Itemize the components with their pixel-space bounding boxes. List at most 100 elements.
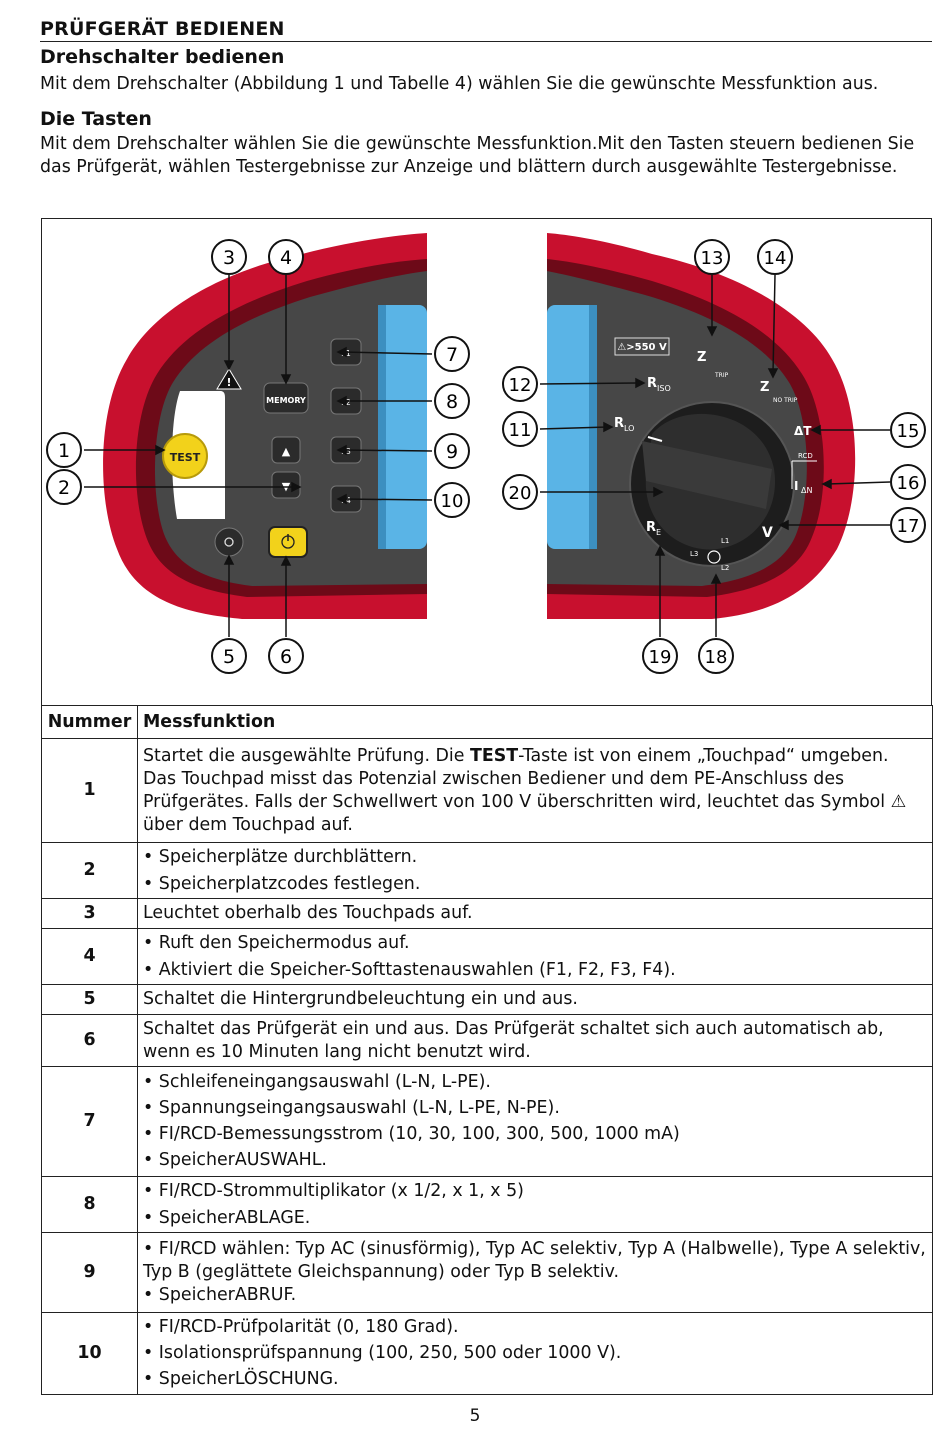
warning-triangle-icon: ⚠ [890,791,907,812]
backlight-button[interactable] [214,527,244,557]
row-line: Schaltet die Hintergrundbeleuchtung ein … [143,989,578,1009]
callout-9 [434,433,470,469]
callout-5 [211,638,247,674]
callout-2 [46,469,82,505]
row-line: • Schleifeneingangsauswahl (L-N, L-PE). [143,1072,491,1092]
dial-label-re: R [646,520,656,535]
row-number: 1 [41,738,138,843]
callout-9-label: 9 [446,441,458,463]
voltage-warning-box [614,337,670,356]
row-line: • Ruft den Speichermodus auf. [143,932,410,953]
callout-16 [890,464,926,500]
subsection-title-buttons: Die Tasten [40,108,152,130]
row-description: Startet die ausgewählte Prüfung. Die TES… [137,738,933,843]
device-figure: ! TEST MEMORY ▲ ▼ F1 F2 F3 F4 ⚠>550 V R … [41,218,932,705]
row-line: • FI/RCD-Strommultiplikator (x 1/2, x 1,… [143,1180,524,1201]
callout-20-label: 20 [509,483,532,504]
callout-4 [268,239,304,275]
page-number: 5 [469,1406,481,1426]
section-title: PRÜFGERÄT BEDIENEN [40,18,932,42]
row-description: • FI/RCD-Strommultiplikator (x 1/2, x 1,… [137,1176,933,1233]
row-number: 3 [41,898,138,929]
table-row: 10 • FI/RCD-Prüfpolarität (0, 180 Grad).… [41,1312,933,1395]
callout-17-label: 17 [897,516,920,537]
power-button[interactable] [268,526,308,558]
callout-18 [698,638,734,674]
callout-1 [46,432,82,468]
dial-label-delta-t: ΔT [794,424,812,438]
callout-17 [890,507,926,543]
row1-text-end: über dem Touchpad auf. [143,814,353,835]
row-line: • Speicherplätze durchblättern. [143,846,418,867]
callout-8-label: 8 [446,391,458,413]
device-illustration: ! TEST MEMORY ▲ ▼ F1 F2 F3 F4 ⚠>550 V R … [46,233,926,674]
callout-bubbles: 3 4 1 2 5 6 7 8 9 10 12 11 20 13 14 15 1… [46,239,926,674]
table-row: 5 Schaltet die Hintergrundbeleuchtung ei… [41,984,933,1015]
row-number: 4 [41,928,138,985]
test-key-label: TEST [469,745,519,766]
table-row: 8 • FI/RCD-Strommultiplikator (x 1/2, x … [41,1176,933,1233]
row-description: Leuchtet oberhalb des Touchpads auf. [137,898,933,929]
callout-20 [502,474,538,510]
function-table: Nummer Messfunktion 1 Startet die ausgew… [41,705,933,1395]
callout-14 [757,239,793,275]
callout-13-label: 13 [701,248,724,269]
row-description: • Speicherplätze durchblättern. • Speich… [137,842,933,899]
down-arrow-button[interactable] [271,471,301,499]
callout-6 [268,638,304,674]
test-button-label: TEST [170,451,201,464]
display-screen-right [547,305,597,549]
row-number: 7 [41,1066,138,1177]
left-device: ! [103,233,428,619]
callout-1-label: 1 [58,440,70,462]
row-line: • Aktiviert die Speicher-Softtastenauswa… [143,959,676,980]
test-button[interactable] [162,433,208,479]
display-screen [378,305,427,549]
callout-19 [642,638,678,674]
row-line: • FI/RCD-Bemessungsstrom (10, 30, 100, 3… [143,1124,680,1144]
dial-label-i-delta-n: I [794,479,798,493]
dial-label-l2: L2 [721,564,729,572]
row-number: 9 [41,1232,138,1313]
up-arrow-icon: ▲ [282,445,291,458]
row-line: Schaltet das Prüfgerät ein und aus. Das … [143,1018,884,1062]
voltage-warning-label: ⚠>550 V [617,342,667,353]
row-line: • Isolationsprüfspannung (100, 250, 500 … [143,1343,622,1363]
dial-label-z-notrip-sub: NO TRIP [773,397,798,404]
row1-text: Startet die ausgewählte Prüfung. Die [143,745,470,766]
callout-14-label: 14 [764,248,787,269]
row-number: 6 [41,1014,138,1067]
table-row: 6 Schaltet das Prüfgerät ein und aus. Da… [41,1014,933,1067]
up-arrow-button[interactable] [271,436,301,464]
column-header-function: Messfunktion [137,705,933,739]
paragraph-dial: Mit dem Drehschalter (Abbildung 1 und Ta… [40,74,879,94]
dial-label-rcd: RCD [798,452,813,460]
callout-leaders [84,274,891,637]
dial-label-re-sub: E [656,528,661,537]
subsection-title-dial: Drehschalter bedienen [40,46,285,68]
callout-11 [502,411,538,447]
row-number: 2 [41,842,138,899]
row-description: Schaltet das Prüfgerät ein und aus. Das … [137,1014,933,1067]
table-row: 1 Startet die ausgewählte Prüfung. Die T… [41,738,933,843]
callout-12 [502,366,538,402]
dial-label-riso-sub: ISO [657,384,671,393]
row-line: • SpeicherLÖSCHUNG. [143,1369,339,1389]
memory-button-label: MEMORY [266,396,306,405]
callout-10 [434,482,470,518]
callout-15-label: 15 [897,421,920,442]
row-description: Schaltet die Hintergrundbeleuchtung ein … [137,984,933,1015]
callout-2-label: 2 [58,477,70,499]
paragraph-buttons: Mit dem Drehschalter wählen Sie die gewü… [40,134,915,177]
callout-3 [211,239,247,275]
callout-15 [890,412,926,448]
callout-18-label: 18 [705,647,728,668]
callout-11-label: 11 [509,420,532,441]
dial-label-rlo: R [614,416,624,431]
callout-10-label: 10 [441,491,464,512]
callout-8 [434,383,470,419]
row-description: • FI/RCD wählen: Typ AC (sinusförmig), T… [137,1232,933,1313]
dial-label-z-trip: Z [697,350,706,365]
callout-16-label: 16 [897,473,920,494]
callout-13 [694,239,730,275]
